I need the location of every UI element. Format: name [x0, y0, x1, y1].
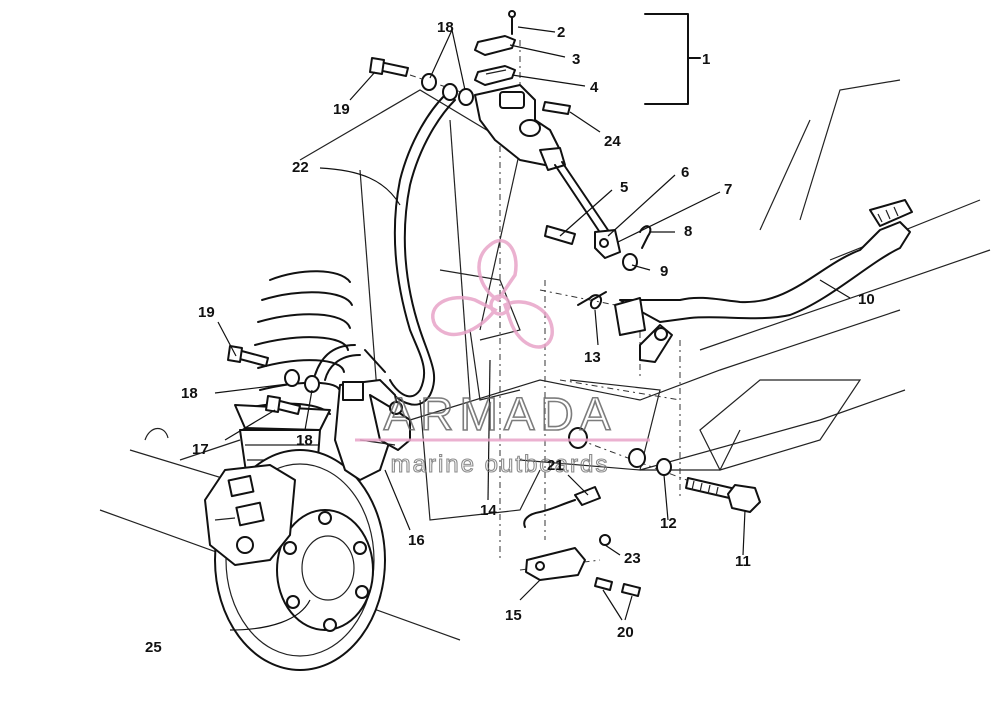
callout-15: 15 [505, 607, 522, 624]
return-spring [577, 291, 607, 310]
callout-20: 20 [617, 624, 634, 641]
callout-18-top: 18 [437, 19, 454, 36]
callout-17: 17 [192, 441, 209, 458]
propeller-logo-icon [477, 238, 518, 303]
callout-18-left: 18 [181, 385, 198, 402]
callout-25: 25 [145, 639, 162, 656]
callout-13: 13 [584, 349, 601, 366]
callout-12: 12 [660, 515, 677, 532]
callout-18-lower: 18 [296, 432, 313, 449]
callout-19-top: 19 [333, 101, 350, 118]
watermark-tagline: marine outboards [391, 451, 610, 478]
callout-1: 1 [702, 51, 710, 68]
callout-19-left: 19 [198, 304, 215, 321]
callout-23: 23 [624, 550, 641, 567]
callout-24: 24 [604, 133, 621, 150]
callout-9: 9 [660, 263, 668, 280]
callout-10: 10 [858, 291, 875, 308]
watermark-brand: ARMADA [384, 388, 617, 440]
frame-structure [99, 79, 991, 641]
callout-7: 7 [724, 181, 732, 198]
callout-5: 5 [620, 179, 628, 196]
brake-hose [314, 94, 456, 406]
callout-14: 14 [480, 502, 497, 519]
callout-6: 6 [681, 164, 689, 181]
master-cylinder [474, 84, 621, 259]
brake-caliper [204, 464, 296, 566]
callout-2: 2 [557, 24, 565, 41]
callout-11: 11 [735, 553, 751, 570]
reservoir-cap-parts [474, 10, 516, 86]
group-bracket-1 [644, 13, 701, 105]
leader-lines [214, 26, 851, 631]
callout-labels: 1 2 3 4 5 6 7 8 9 10 11 12 13 14 15 16 1… [145, 19, 875, 656]
watermark: ARMADA marine outboards [355, 238, 650, 479]
bolts [227, 57, 652, 597]
propeller-blade-icon [431, 295, 498, 337]
sensor-bracket [523, 486, 611, 581]
propeller-hub-icon [489, 294, 511, 316]
propeller-blade-icon [502, 300, 554, 349]
callout-8: 8 [684, 223, 692, 240]
callout-3: 3 [572, 51, 580, 68]
callout-4: 4 [590, 79, 599, 96]
pivot-bolt [568, 427, 761, 513]
brake-pedal [614, 199, 913, 363]
callout-22: 22 [292, 159, 309, 176]
callout-21: 21 [547, 457, 564, 474]
callout-16: 16 [408, 532, 425, 549]
